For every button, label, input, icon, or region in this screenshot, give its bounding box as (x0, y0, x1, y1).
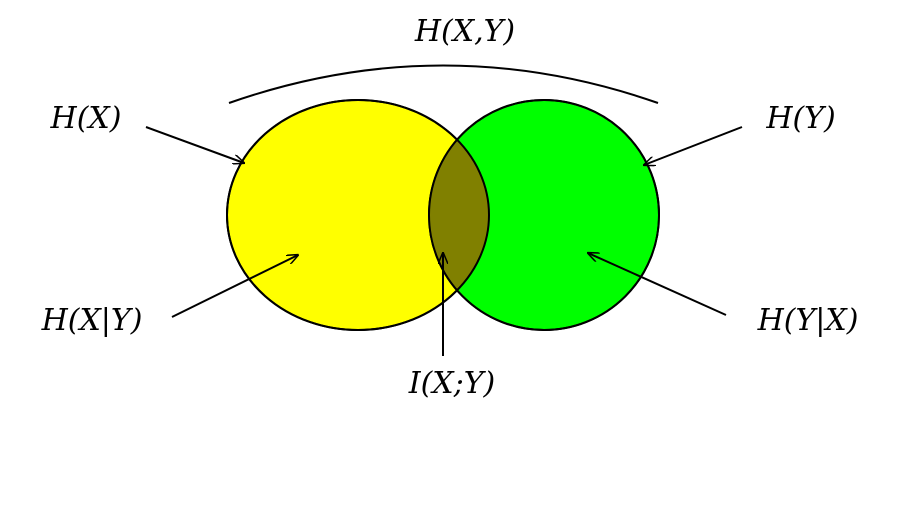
mutual-info-label: I(X;Y) (408, 366, 496, 401)
joint-entropy-label: H(X,Y) (414, 14, 515, 49)
hx-label: H(X) (50, 101, 122, 136)
hy-label: H(Y) (765, 101, 835, 136)
hx-arrow (145, 126, 244, 163)
hy-outline (428, 99, 660, 331)
hy-given-x-label: H(Y|X) (757, 303, 859, 338)
hy-arrow (644, 126, 743, 165)
joint-entropy-arc (228, 64, 659, 104)
hy-given-x-arrow (588, 253, 727, 316)
hx-given-y-arrow (171, 255, 298, 318)
hx-given-y-label: H(X|Y) (41, 303, 143, 338)
hx-outline (226, 99, 490, 331)
